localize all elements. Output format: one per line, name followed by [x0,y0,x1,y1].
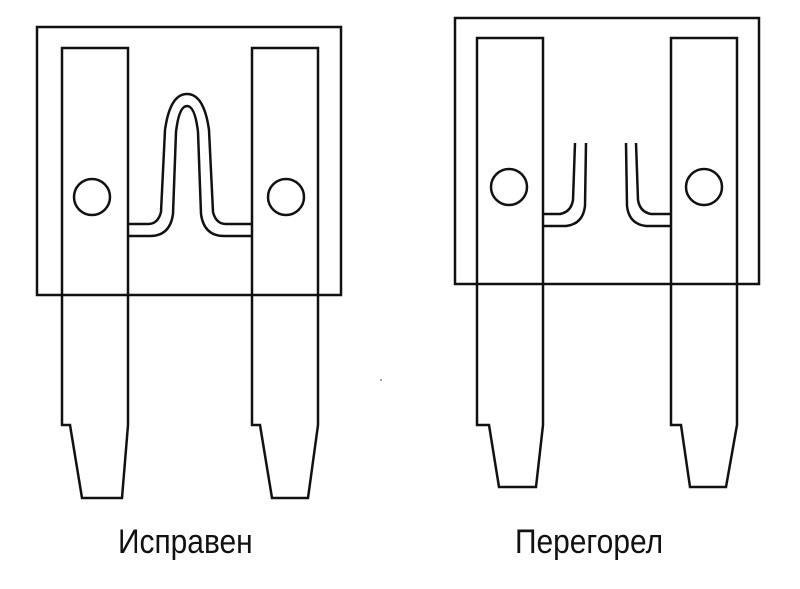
blown-fuse-right-terminal [669,36,739,489]
blown-fuse-right-hole [684,167,724,207]
blown-fuse-body [453,16,761,286]
good-fuse-left-hole [72,177,112,217]
good-fuse-left-terminal [60,46,130,500]
good-fuse [35,25,343,500]
speck [380,379,382,381]
good-fuse-body [35,25,343,297]
blown-fuse-filament-right-stub [624,142,671,228]
blown-fuse-filament-left-stub [543,142,588,228]
blown-fuse-left-hole [489,167,529,207]
good-fuse-right-hole [266,177,306,217]
good-fuse-filament [128,92,252,238]
blown-fuse-left-terminal [475,36,545,489]
good-fuse-right-terminal [250,46,320,500]
blown-fuse [453,16,761,489]
good-fuse-label: Исправен [118,523,253,561]
blown-fuse-label: Перегорел [515,523,664,561]
